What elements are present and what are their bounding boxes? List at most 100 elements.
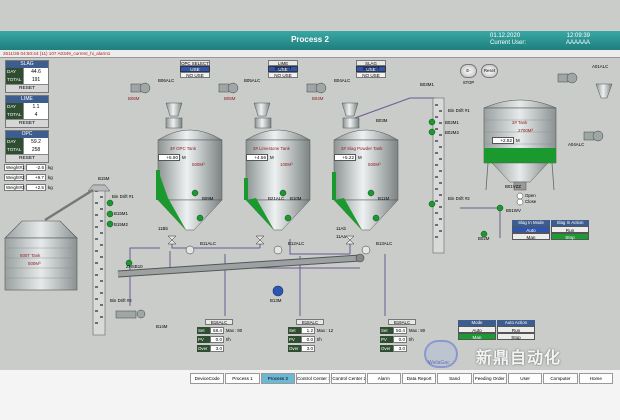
day-label: DAY xyxy=(6,68,23,76)
label-b11m: B11M xyxy=(378,196,390,201)
tab-data-report[interactable]: Data Report xyxy=(401,373,437,384)
tank-name-slag: 3# Slag Powder Tank xyxy=(341,146,383,151)
fan-motors xyxy=(115,72,604,319)
over-label: Over xyxy=(288,344,301,352)
tank-unit-right: M xyxy=(516,138,520,143)
day-value: 1.1 xyxy=(23,103,48,111)
tab-feeding-order[interactable]: Feeding Order xyxy=(472,373,507,384)
label-bin-drift-1-right: Bin Drift #1 xyxy=(448,108,470,113)
alarm-bar[interactable]: 2611/36 04:50:44 (11) 107 A0349_current_… xyxy=(0,50,620,58)
over-value[interactable]: 3.0 xyxy=(210,344,224,352)
label-b13m: B13M xyxy=(270,298,282,303)
dosing-id: B16ALC xyxy=(205,319,233,325)
tank-volume-limestone: 100M³ xyxy=(280,162,293,167)
use-button[interactable]: USE xyxy=(180,66,210,72)
max-label: Max : 12 xyxy=(317,327,334,333)
label-b15m: B15M xyxy=(98,176,110,181)
pv-value: 0.0 xyxy=(301,335,315,343)
day-label: DAY xyxy=(6,138,23,146)
stop-button[interactable]: Stop xyxy=(551,233,589,240)
no-use-button[interactable]: NO USE xyxy=(356,72,386,78)
set-value[interactable]: 50.4 xyxy=(393,326,407,334)
use-button[interactable]: USE xyxy=(356,66,386,72)
reset-button[interactable]: Reset xyxy=(481,64,498,78)
set-label: Set xyxy=(197,326,210,334)
pv-value: 0.0 xyxy=(210,335,224,343)
stop-button[interactable]: Stop xyxy=(497,333,535,340)
over-value[interactable]: 3.0 xyxy=(393,344,407,352)
tab-alarm[interactable]: Alarm xyxy=(366,373,401,384)
reset-button[interactable]: RESET xyxy=(6,119,48,127)
use-button[interactable]: USE xyxy=(268,66,298,72)
over-value[interactable]: 3.0 xyxy=(301,344,315,352)
hoppers xyxy=(165,83,613,117)
run-button[interactable]: Run xyxy=(551,226,589,233)
bucket-elevator-left xyxy=(44,184,111,336)
set-value[interactable]: 1.2 xyxy=(301,326,315,334)
total-label: TOTAL xyxy=(6,76,23,84)
auto-button[interactable]: Auto xyxy=(512,226,550,233)
tank-name-right: 3# Tank xyxy=(512,120,528,125)
tab-process-2[interactable]: Process 2 xyxy=(260,373,295,384)
total-value: 4 xyxy=(23,111,48,119)
tank-opc xyxy=(156,117,223,231)
run-button[interactable]: Run xyxy=(497,326,535,333)
label-11ab: 11Ab xyxy=(336,226,346,231)
label-close: Close xyxy=(525,199,537,204)
no-use-button[interactable]: NO USE xyxy=(180,72,210,78)
reset-button[interactable]: RESET xyxy=(6,84,48,92)
set-value[interactable]: 68.4 xyxy=(210,326,224,334)
tank-limestone xyxy=(244,117,311,231)
label-b02m2: B02M2 xyxy=(445,130,459,135)
user-label: Current User: xyxy=(490,40,527,46)
man-button[interactable]: Man xyxy=(512,233,550,240)
label-b04alc: B04ALC xyxy=(334,78,351,83)
reset-button[interactable]: RESET xyxy=(6,154,48,162)
opc-select: OPC SELECT USE NO USE xyxy=(180,60,210,78)
tab-user[interactable]: User xyxy=(507,373,543,384)
watermark-brand-en: WeilaGac xyxy=(428,360,450,366)
label-a01alc: A01ALC xyxy=(592,64,609,69)
valves xyxy=(167,235,371,255)
pv-label: PV xyxy=(380,335,393,343)
panel-title: OPC xyxy=(6,131,48,138)
estop-button[interactable]: E-STOP xyxy=(460,64,477,85)
silo-500t xyxy=(4,220,78,291)
tab-computer[interactable]: Computer xyxy=(543,373,578,384)
no-use-button[interactable]: NO USE xyxy=(268,72,298,78)
tab-sand[interactable]: Sand xyxy=(437,373,472,384)
label-a04alc: A04ALC xyxy=(568,142,585,147)
screw-conveyor xyxy=(117,253,365,278)
tank-volume-right: 2700M³ xyxy=(518,128,533,133)
label-b11alc: B11ALC xyxy=(200,241,217,246)
man-button[interactable]: Man xyxy=(458,333,496,340)
watermark-logo xyxy=(424,340,458,368)
tank-name-limestone: 3# Limestone Tank xyxy=(253,146,290,151)
label-b21alc: B21ALC xyxy=(268,196,285,201)
label-b13alc: B13ALC xyxy=(376,241,393,246)
weight-unit: kg xyxy=(48,165,53,170)
total-value: 191 xyxy=(23,76,48,84)
weight-value: -2.6 xyxy=(26,164,46,171)
tab-process-1[interactable]: Process 1 xyxy=(225,373,260,384)
page-title: Process 2 xyxy=(291,35,329,44)
label-b03m1: B03M1 xyxy=(420,82,434,87)
tab-devicecode[interactable]: DeviceCode xyxy=(190,373,225,384)
weight-unit: kg xyxy=(48,175,53,180)
max-label: Max : 80 xyxy=(226,327,243,333)
auto-button[interactable]: Auto xyxy=(458,326,496,333)
label-open: Open xyxy=(525,193,536,198)
label-b06m: B06M xyxy=(128,96,140,101)
tab-home[interactable]: Home xyxy=(578,373,613,384)
label-b05alc: B05ALC xyxy=(244,78,261,83)
label-bin-drift-1-left: Bin Drift #1 xyxy=(112,194,134,199)
tank-level-limestone: +4.56 xyxy=(246,154,268,161)
tank-volume-opc: 500M³ xyxy=(192,162,205,167)
weight-label: Weight#3 xyxy=(4,184,25,191)
tab-control-center-2[interactable]: Control Center 2 xyxy=(331,373,366,384)
dosing-id: B18ALC xyxy=(296,319,324,325)
tab-control-center-1[interactable]: Control Center 1 xyxy=(295,373,331,384)
